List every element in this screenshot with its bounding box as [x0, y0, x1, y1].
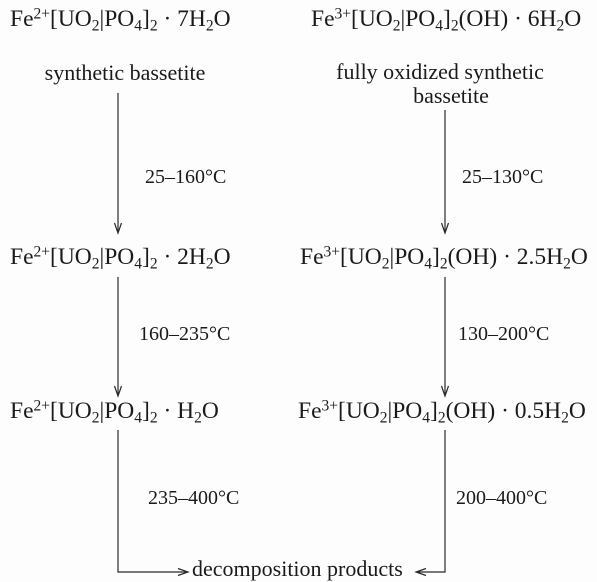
formula-subscript: 2 — [194, 409, 202, 427]
left-step-1-temperature: 25–160°C — [145, 166, 227, 188]
formula-subscript: 2 — [556, 17, 565, 35]
formula-text: Fe — [311, 6, 335, 32]
left-arrow-step-2 — [113, 277, 123, 398]
formula-text: |PO — [387, 398, 423, 424]
formula-text: |PO — [99, 6, 135, 32]
formula-text: O — [564, 6, 582, 32]
formula-text: · H — [157, 398, 195, 424]
formula-fe2-h2o: Fe2+[UO2|PO4]2 · H2O — [10, 397, 219, 427]
formula-subscript: 2 — [205, 255, 214, 273]
formula-text: (OH) · 0.5H — [445, 398, 562, 424]
formula-subscript: 4 — [134, 17, 143, 35]
formula-subscript: 2 — [91, 17, 100, 35]
formula-subscript: 2 — [205, 17, 214, 35]
right-arrow-step-1 — [440, 110, 450, 235]
formula-subscript: 2 — [381, 255, 390, 273]
formula-text: O — [201, 398, 219, 424]
formula-text: · 7H — [157, 6, 206, 32]
formula-text: ] — [430, 398, 438, 424]
formula-subscript: 2 — [149, 255, 158, 273]
formula-text: [UO — [338, 398, 380, 424]
formula-superscript: 3+ — [321, 397, 339, 415]
formula-text: O — [570, 244, 588, 270]
decomposition-products-label: decomposition products — [192, 556, 403, 581]
formula-superscript: 3+ — [323, 243, 341, 261]
formula-text: ] — [432, 244, 440, 270]
formula-subscript: 2 — [561, 409, 569, 427]
formula-superscript: 2+ — [33, 243, 51, 261]
right-step-1-temperature: 25–130°C — [462, 166, 544, 188]
formula-subscript: 2 — [149, 17, 158, 35]
right-step-3-temperature: 200–400°C — [456, 487, 548, 509]
formula-text: Fe — [10, 244, 34, 270]
formula-subscript: 2 — [149, 409, 158, 427]
right-arrow-to-decomposition — [414, 430, 446, 577]
formula-subscript: 2 — [563, 255, 571, 273]
oxidized-bassetite-label-line-2: bassetite — [413, 83, 489, 108]
formula-subscript: 2 — [91, 255, 100, 273]
formula-text: ] — [142, 6, 150, 32]
formula-subscript: 4 — [424, 255, 433, 273]
formula-text: (OH) · 6H — [458, 6, 557, 32]
formula-subscript: 2 — [91, 409, 100, 427]
formula-text: Fe — [10, 398, 34, 424]
formula-text: (OH) · 2.5H — [447, 244, 564, 270]
formula-text: Fe — [300, 244, 324, 270]
left-step-2-temperature: 160–235°C — [139, 323, 231, 345]
formula-text: |PO — [389, 244, 425, 270]
right-step-2-temperature: 130–200°C — [458, 323, 550, 345]
formula-subscript: 2 — [379, 409, 388, 427]
formula-subscript: 2 — [437, 409, 446, 427]
formula-text: [UO — [340, 244, 382, 270]
left-arrow-to-decomposition — [117, 430, 190, 577]
formula-text: ] — [142, 244, 150, 270]
formula-text: O — [213, 244, 231, 270]
formula-text: ] — [142, 398, 150, 424]
formula-text: [UO — [351, 6, 393, 32]
formula-superscript: 2+ — [33, 397, 51, 415]
formula-subscript: 4 — [435, 17, 444, 35]
left-arrow-step-1 — [113, 93, 123, 235]
formula-text: |PO — [99, 244, 135, 270]
formula-text: |PO — [99, 398, 135, 424]
formula-fe2-2h2o: Fe2+[UO2|PO4]2 · 2H2O — [10, 243, 231, 273]
formula-text: Fe — [298, 398, 322, 424]
right-arrow-step-2 — [440, 277, 450, 398]
formula-fe3-0-5h2o: Fe3+[UO2|PO4]2(OH) · 0.5H2O — [298, 397, 586, 427]
formula-text: [UO — [50, 244, 92, 270]
formula-synthetic-bassetite-7h2o: Fe2+[UO2|PO4]2 · 7H2O — [10, 5, 231, 35]
formula-text: [UO — [50, 6, 92, 32]
formula-subscript: 4 — [422, 409, 431, 427]
formula-superscript: 3+ — [334, 5, 352, 23]
synthetic-bassetite-label: synthetic bassetite — [44, 60, 206, 85]
left-step-3-temperature: 235–400°C — [148, 487, 240, 509]
formula-text: O — [213, 6, 231, 32]
formula-subscript: 4 — [134, 255, 143, 273]
formula-fe3-2-5h2o: Fe3+[UO2|PO4]2(OH) · 2.5H2O — [300, 243, 588, 273]
formula-text: O — [568, 398, 586, 424]
formula-subscript: 2 — [392, 17, 401, 35]
formula-subscript: 2 — [450, 17, 459, 35]
formula-subscript: 2 — [439, 255, 448, 273]
formula-text: Fe — [10, 6, 34, 32]
formula-oxidized-bassetite-6h2o: Fe3+[UO2|PO4]2(OH) · 6H2O — [311, 5, 582, 35]
formula-text: · 2H — [157, 244, 206, 270]
formula-subscript: 4 — [134, 409, 143, 427]
oxidized-bassetite-label-line-1: fully oxidized synthetic — [336, 59, 544, 84]
formula-superscript: 2+ — [33, 5, 51, 23]
formula-text: |PO — [400, 6, 436, 32]
formula-text: [UO — [50, 398, 92, 424]
formula-text: ] — [443, 6, 451, 32]
